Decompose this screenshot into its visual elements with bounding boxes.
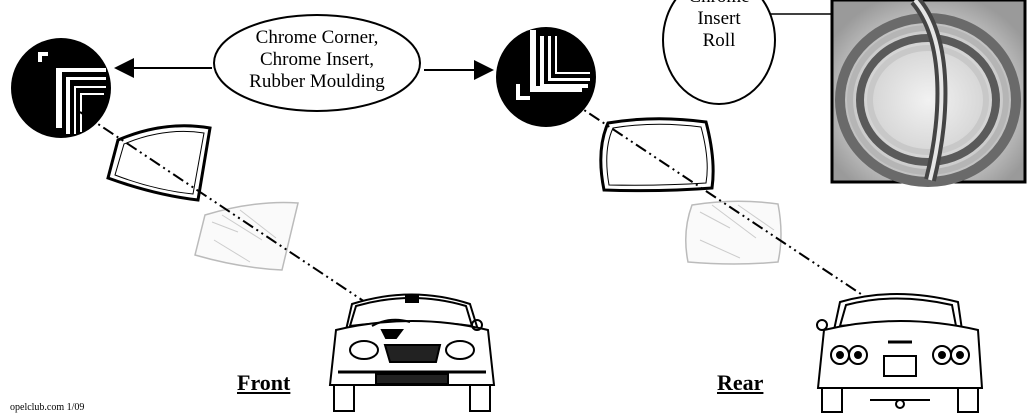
callout-center-line-2: Chrome Insert,: [260, 49, 374, 70]
callout-center-text: Chrome Corner, Chrome Insert, Rubber Mou…: [225, 27, 409, 93]
car-front-view-icon: [328, 293, 496, 412]
callout-center-line-3: Rubber Moulding: [249, 71, 385, 92]
caption-front: Front: [237, 370, 291, 395]
front-corner-detail-icon: [11, 38, 111, 138]
chrome-insert-roll-photo: [830, 0, 1027, 187]
callout-center-line-1: Chrome Corner,: [255, 27, 379, 48]
callout-ellipse-roll: [662, 0, 776, 105]
callout-roll-line-3: Roll: [702, 30, 736, 51]
callout-roll-text: Chrome Insert Roll: [669, 0, 769, 52]
callout-ellipse-center: [213, 14, 421, 112]
callout-roll-line-1: Chrome: [669, 0, 769, 8]
rear-glass-icon: [685, 200, 782, 265]
front-assembly-line: [79, 111, 381, 313]
rear-corner-detail-icon: [496, 27, 596, 127]
car-rear-view-icon: [816, 293, 984, 413]
rear-assembly-line: [565, 97, 889, 313]
caption-rear: Rear: [717, 370, 764, 395]
callout-roll-line-2: Insert: [697, 8, 741, 29]
front-windshield-seal-icon: [106, 124, 212, 202]
footer-source: opelclub.com 1/09: [10, 402, 85, 413]
front-glass-icon: [194, 201, 299, 271]
rear-window-seal-icon: [599, 117, 715, 193]
